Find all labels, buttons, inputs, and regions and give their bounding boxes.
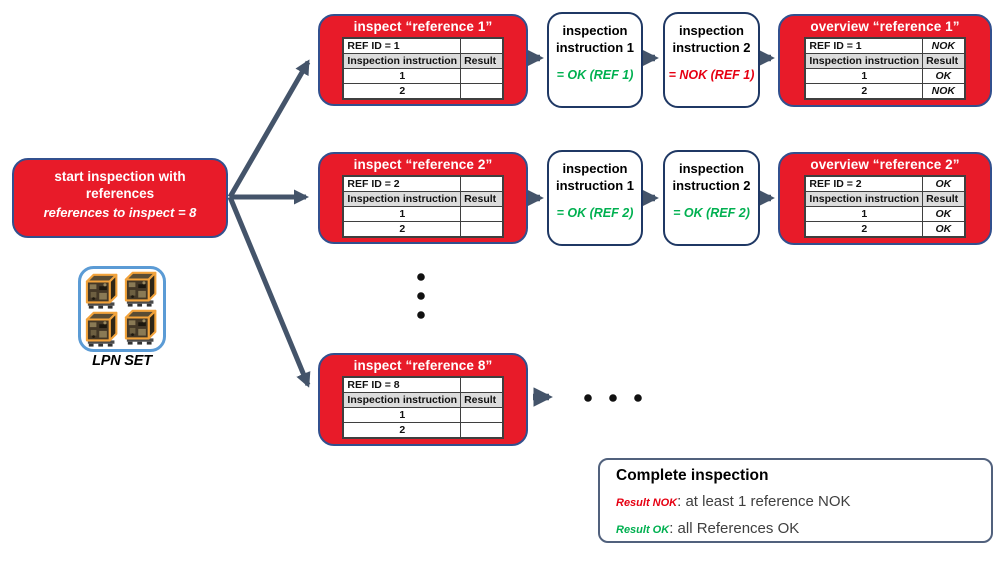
step-result: = OK (REF 2) xyxy=(556,205,634,220)
start-title-line1: start inspection with xyxy=(54,169,186,184)
instruction-2-ref-1-box: inspection instruction 2 = NOK (REF 1) xyxy=(663,12,760,108)
overview-box-title: overview “reference 2” xyxy=(810,157,960,172)
result-nok-label: Result NOK xyxy=(616,497,678,509)
table-row: 1 xyxy=(342,68,504,84)
inspect-box-title: inspect “reference 1” xyxy=(353,19,493,34)
inspect-reference-8-box: inspect “reference 8” REF ID = 8 Inspect… xyxy=(318,353,528,446)
step-title: inspection instruction 1 xyxy=(555,161,634,193)
instruction-column-header: Inspection instruction xyxy=(804,191,924,207)
instruction-1-ref-2-box: inspection instruction 1 = OK (REF 2) xyxy=(547,150,643,246)
complete-inspection-box: Complete inspection Result NOK: at least… xyxy=(598,458,993,543)
table-row: REF ID = 1 xyxy=(342,37,504,54)
vertical-ellipsis-dots xyxy=(417,273,425,319)
complete-ok-line: Result OK: all References OK xyxy=(616,520,800,537)
instruction-column-header: Inspection instruction xyxy=(804,53,924,69)
lpn-set-label: LPN SET xyxy=(92,353,152,369)
result-column-header: Result xyxy=(922,191,966,207)
inspect-reference-1-box: inspect “reference 1” REF ID = 1 Inspect… xyxy=(318,14,528,106)
instruction-2-ref-2-box: inspection instruction 2 = OK (REF 2) xyxy=(663,150,760,246)
table-row: 2 xyxy=(342,422,504,439)
complete-nok-line: Result NOK: at least 1 reference NOK xyxy=(616,493,851,510)
start-title-line2: references xyxy=(85,185,155,201)
instruction-column-header: Inspection instruction xyxy=(342,191,462,207)
result-column-header: Result xyxy=(922,53,966,69)
result-column-header: Result xyxy=(460,53,504,69)
table-row: 2 xyxy=(342,221,504,238)
fan-arrow-to-ref8 xyxy=(227,196,311,388)
horizontal-ellipsis-dots xyxy=(584,394,642,402)
step-title: inspection instruction 2 xyxy=(672,23,751,55)
complete-inspection-title: Complete inspection xyxy=(616,467,769,484)
start-inspection-box: start inspection with references referen… xyxy=(12,158,228,238)
step-title: inspection instruction 2 xyxy=(672,161,751,193)
instruction-column-header: Inspection instruction xyxy=(342,53,462,69)
overview-box-title: overview “reference 1” xyxy=(810,19,960,34)
step-result: = NOK (REF 1) xyxy=(668,67,755,82)
instruction-column-header: Inspection instruction xyxy=(342,392,462,408)
step-result: = OK (REF 2) xyxy=(673,205,750,220)
table-row: REF ID = 2 xyxy=(342,175,504,192)
start-subtitle: references to inspect = 8 xyxy=(43,204,197,220)
step-title: inspection instruction 1 xyxy=(555,23,634,55)
result-column-header: Result xyxy=(460,392,504,408)
lpn-set-icon xyxy=(78,266,166,352)
instruction-1-ref-1-box: inspection instruction 1 = OK (REF 1) xyxy=(547,12,643,108)
table-row: 2 xyxy=(342,83,504,100)
inspect-box-title: inspect “reference 2” xyxy=(353,157,493,172)
result-ok-label: Result OK xyxy=(616,524,670,536)
table-row: REF ID = 8 xyxy=(342,376,504,393)
result-column-header: Result xyxy=(460,191,504,207)
table-row: 1 xyxy=(342,407,504,423)
inspect-reference-2-box: inspect “reference 2” REF ID = 2 Inspect… xyxy=(318,152,528,244)
table-row: 1 xyxy=(342,206,504,222)
fan-arrow-to-ref1 xyxy=(227,59,311,199)
step-result: = OK (REF 1) xyxy=(556,67,634,82)
inspect-box-title: inspect “reference 8” xyxy=(353,358,493,373)
